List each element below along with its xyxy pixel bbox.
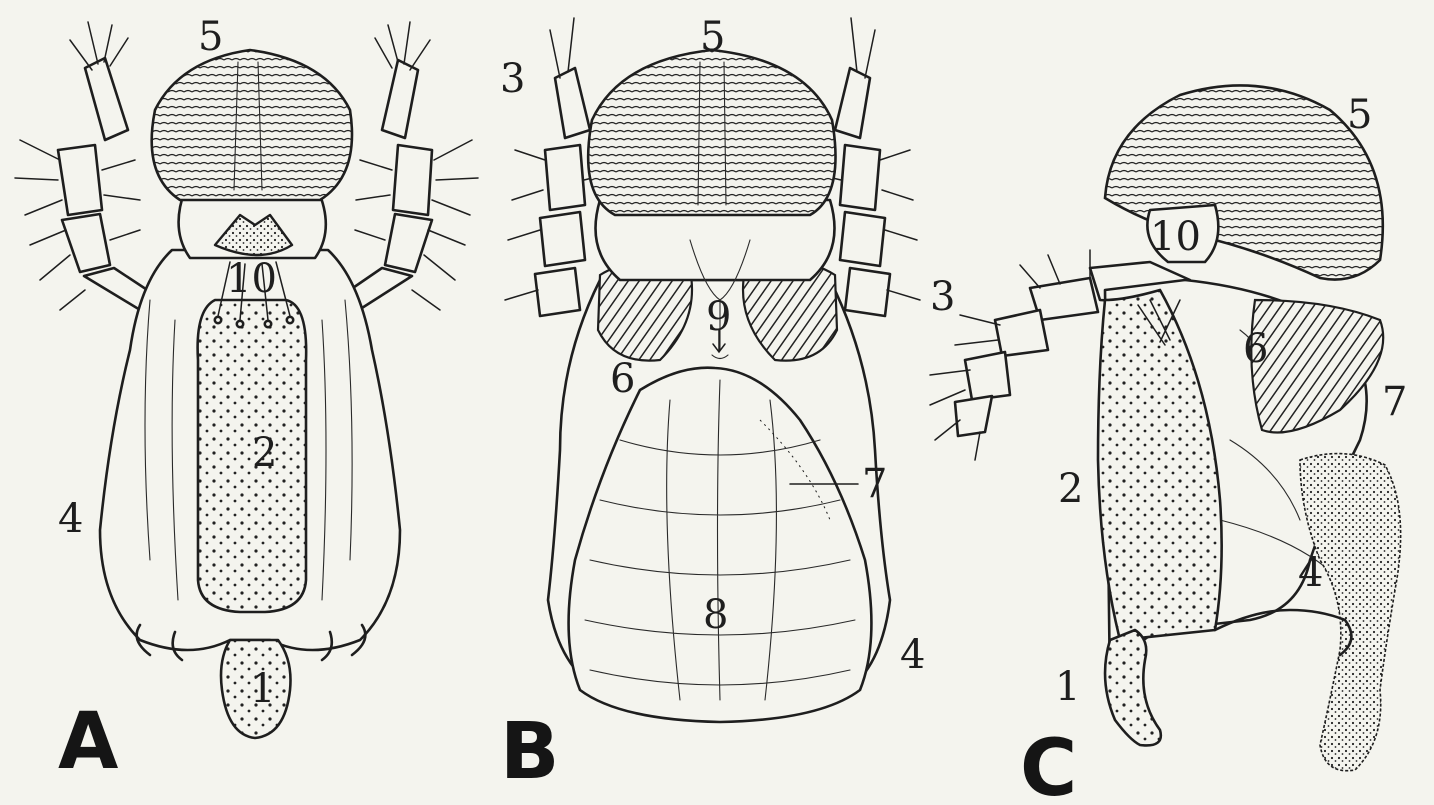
b-label-6: 6	[610, 356, 635, 402]
panel-c	[930, 85, 1401, 770]
b-label-3: 3	[500, 56, 525, 102]
a-label-1: 1	[250, 666, 275, 712]
panel-label-c: C	[1020, 724, 1077, 805]
a-label-10: 10	[226, 256, 277, 302]
panel-label-a: A	[58, 697, 118, 787]
panel-label-b: B	[500, 707, 559, 797]
c-label-10: 10	[1150, 214, 1201, 260]
c-label-6: 6	[1243, 326, 1268, 372]
a-label-5: 5	[198, 14, 223, 60]
c-label-7: 7	[1382, 379, 1407, 425]
panel-a-left-leg	[15, 22, 170, 322]
panel-c-striated-plate	[1105, 85, 1383, 279]
b-label-5: 5	[700, 14, 725, 60]
panel-a	[15, 22, 478, 738]
b-label-7: 7	[862, 461, 887, 507]
c-label-5: 5	[1347, 92, 1372, 138]
panel-a-striated-plate	[152, 50, 352, 200]
b-label-4: 4	[900, 632, 925, 678]
b-label-8: 8	[703, 592, 728, 638]
a-label-2: 2	[252, 430, 277, 476]
b-label-9: 9	[706, 294, 731, 340]
panel-c-anal-plate	[1105, 630, 1161, 745]
c-label-3: 3	[930, 274, 955, 320]
panel-a-right-leg	[328, 22, 478, 322]
panel-b-striated-plate	[588, 50, 835, 215]
c-label-4: 4	[1298, 550, 1323, 596]
c-label-1: 1	[1055, 664, 1080, 710]
a-label-4: 4	[58, 496, 83, 542]
c-label-2: 2	[1058, 466, 1083, 512]
